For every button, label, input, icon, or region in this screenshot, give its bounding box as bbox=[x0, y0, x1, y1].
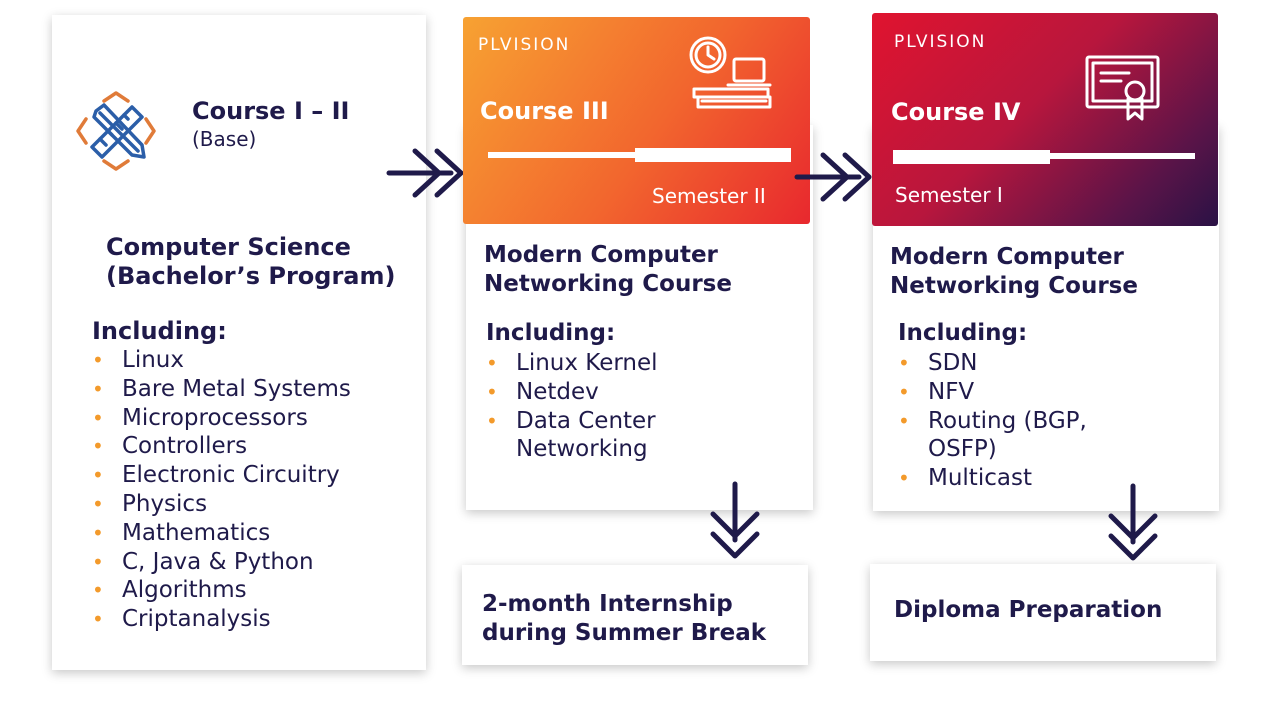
course-3-including-label: Including: bbox=[486, 320, 616, 346]
list-item: Electronic Circuitry bbox=[92, 461, 351, 490]
arrow-down-icon bbox=[710, 481, 760, 559]
progress-fill bbox=[893, 150, 1050, 164]
course-3-list: Linux Kernel Netdev Data Center Networki… bbox=[486, 349, 658, 464]
course-3-title: Course III bbox=[480, 97, 609, 125]
list-item: NFV bbox=[898, 378, 1087, 407]
course-4-including-label: Including: bbox=[898, 320, 1028, 346]
clock-laptop-books-icon bbox=[689, 36, 772, 109]
course-4-semester: Semester I bbox=[895, 183, 1003, 207]
list-item: Microprocessors bbox=[92, 404, 351, 433]
list-item: Mathematics bbox=[92, 519, 351, 548]
certificate-icon bbox=[1085, 55, 1160, 121]
internship-text: 2-month Internship during Summer Break bbox=[482, 591, 767, 646]
course-1-2-including-label: Including: bbox=[92, 317, 227, 345]
double-chevron-right-icon bbox=[794, 152, 872, 202]
list-item: Controllers bbox=[92, 432, 351, 461]
arrow-down-icon bbox=[1108, 483, 1158, 561]
list-item: Physics bbox=[92, 490, 351, 519]
course-3-semester: Semester II bbox=[652, 184, 766, 208]
list-item: Algorithms bbox=[92, 576, 351, 605]
list-item: Linux bbox=[92, 346, 351, 375]
diploma-text: Diploma Preparation bbox=[894, 597, 1163, 623]
course-4-banner: PLVISION Course IV Semester I bbox=[872, 13, 1218, 226]
list-item: Bare Metal Systems bbox=[92, 375, 351, 404]
list-item: Multicast bbox=[898, 464, 1087, 493]
plvision-logo: PLVISION bbox=[478, 35, 571, 55]
plvision-logo: PLVISION bbox=[894, 32, 987, 52]
internship-card: 2-month Internship during Summer Break bbox=[462, 565, 808, 665]
course-4-title: Course IV bbox=[891, 98, 1021, 126]
list-item: SDN bbox=[898, 349, 1087, 378]
diploma-card: Diploma Preparation bbox=[870, 564, 1216, 661]
course-1-2-title: Course I – II bbox=[192, 97, 350, 125]
list-item: C, Java & Python bbox=[92, 548, 351, 577]
list-item: Routing (BGP, OSFP) bbox=[898, 407, 1087, 465]
course-4-list: SDN NFV Routing (BGP, OSFP) Multicast bbox=[898, 349, 1087, 493]
course-4-heading: Modern Computer Networking Course bbox=[890, 244, 1138, 299]
list-item: Data Center Networking bbox=[486, 407, 658, 465]
list-item: Linux Kernel bbox=[486, 349, 658, 378]
course-3-heading: Modern Computer Networking Course bbox=[484, 242, 732, 297]
double-chevron-right-icon bbox=[386, 148, 464, 198]
course-3-banner: PLVISION Course III Semester II bbox=[463, 17, 810, 224]
ruler-pencil-icon bbox=[76, 91, 156, 171]
course-1-2-list: Linux Bare Metal Systems Microprocessors… bbox=[92, 346, 351, 634]
program-title: Computer Science (Bachelor’s Program) bbox=[106, 233, 396, 290]
course-1-2-card: Course I – II (Base) Computer Science (B… bbox=[52, 15, 426, 670]
list-item: Netdev bbox=[486, 378, 658, 407]
progress-fill bbox=[635, 148, 791, 162]
list-item: Criptanalysis bbox=[92, 605, 351, 634]
course-1-2-subtitle: (Base) bbox=[192, 127, 257, 151]
